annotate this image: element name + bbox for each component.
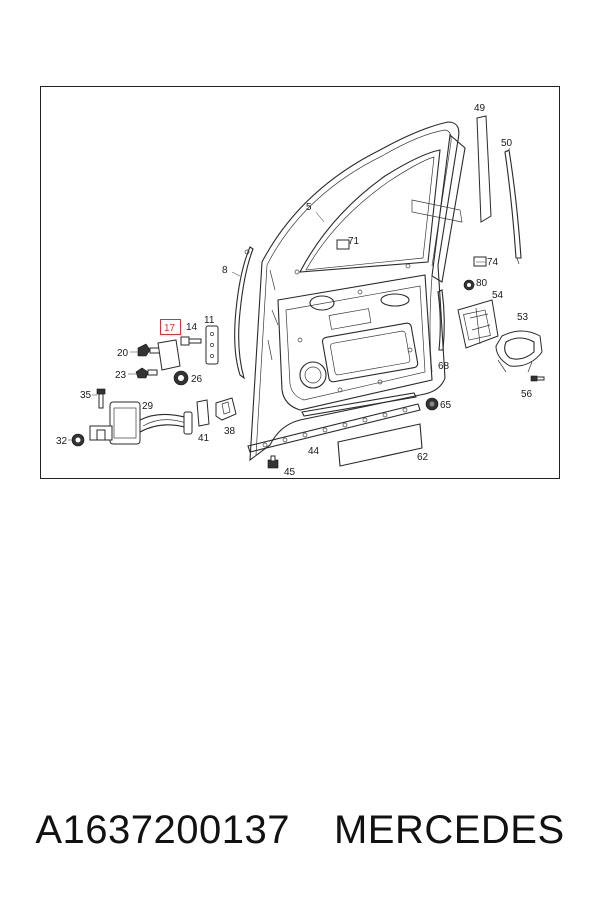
callout-29: 29 [142,401,154,412]
part-68-seal [437,289,445,351]
part-41-bracket [196,399,210,427]
part-35-bolt [96,388,106,409]
part-65-grommet [425,397,439,411]
callout-45: 45 [284,467,296,478]
label-74-sticker [473,256,487,267]
part-14-bolt [180,336,202,346]
part-20-bolt [137,343,161,357]
callout-11: 11 [204,315,215,326]
part-62-panel [337,423,423,467]
callout-8: 8 [222,265,228,276]
callout-5: 5 [306,202,312,213]
door-shell [249,121,466,462]
part-26-nut [173,370,189,386]
callout-53: 53 [517,312,529,323]
part-45-clip [267,455,279,469]
callout-17-box [160,319,181,335]
callout-38: 38 [224,426,236,437]
hinge-bracket [157,339,181,371]
callout-62: 62 [417,452,429,463]
part-11-plate [205,325,219,365]
callout-41: 41 [198,433,210,444]
part-53-handle [495,330,543,373]
callout-74: 74 [487,257,499,268]
part-54-lock [457,299,499,349]
part-32-nut [71,433,85,447]
part-29-door-check [89,401,193,445]
callout-68: 68 [438,361,450,372]
callout-23: 23 [115,370,127,381]
callout-44: 44 [308,446,320,457]
callout-32: 32 [56,436,68,447]
callout-54: 54 [492,290,504,301]
callout-20: 20 [117,348,129,359]
callout-labels: 5 8 11 14 17 20 23 26 29 32 35 38 41 44 … [56,103,533,478]
callout-14: 14 [186,322,198,333]
footer: A1637200137 MERCEDES [0,800,600,860]
part-80-nut [463,279,475,291]
callout-17: 17 [164,323,176,334]
part-23-bolt [135,367,158,379]
part-38-buffer [215,397,237,421]
callout-80: 80 [476,278,488,289]
part-44-seal-strip [247,392,421,453]
part-number: A1637200137 [35,807,290,852]
part-56-screw [530,375,545,382]
callout-26: 26 [191,374,203,385]
callout-50: 50 [501,138,513,149]
leader-lines [68,147,511,441]
callout-56: 56 [521,389,533,400]
label-71-sticker [336,239,350,250]
callout-35: 35 [80,390,92,401]
part-49-channel [476,115,492,223]
callout-65: 65 [440,400,452,411]
callout-49: 49 [474,103,486,114]
callout-71: 71 [348,236,360,247]
brand-name: MERCEDES [333,807,565,852]
part-50-seal [504,149,522,259]
part-8-strip [234,246,254,380]
